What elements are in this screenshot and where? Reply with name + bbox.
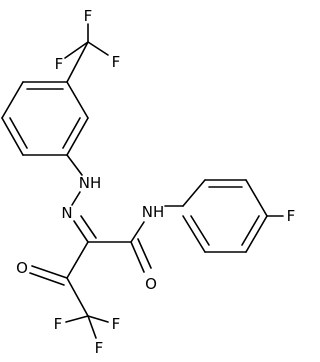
bond-cf3-ring [66, 41, 89, 83]
atom-ketone-o: O [16, 259, 28, 277]
atom-f-cf3-top: F [84, 7, 93, 25]
ring2-bond-c [245, 179, 268, 217]
atom-f-cf3-left: F [55, 55, 64, 73]
ring2-bond-d-inner [241, 215, 260, 246]
atom-amide-o: O [145, 275, 157, 293]
atom-f-para: F [287, 207, 296, 225]
bond-n-c-imine-2 [80, 215, 97, 239]
bond-ring1-nh [66, 154, 83, 176]
bond-nh-n [71, 191, 81, 206]
bond-cf3-f-left [64, 41, 89, 59]
ring1-bond-e [66, 117, 89, 156]
bond-amide-c-o [130, 241, 145, 273]
bond-bcf3-f-left [65, 315, 89, 323]
bond-bcf3-f-right [87, 315, 109, 323]
atom-labels: F F F NH N NH F O O F F F [16, 7, 295, 357]
ring2-bond-f [182, 215, 206, 253]
atom-imine-n: N [61, 204, 72, 222]
ring2-bond-a [182, 179, 206, 207]
ring1-bond-f [66, 81, 89, 119]
bond-bcf3-f-center [87, 315, 97, 339]
ring2-bond-f-inner [190, 215, 210, 246]
bond-ketone-c-o-2 [29, 272, 65, 286]
bond-cf3-f-right [87, 41, 109, 56]
bond-ketone-c-o [31, 265, 68, 279]
ring1-bond-e-inner [62, 117, 81, 149]
bond-amide-c-o-2 [137, 238, 152, 269]
atom-amide-nh: NH [142, 203, 165, 221]
atom-f-cf3-right: F [112, 53, 121, 71]
atom-f-bottom-center: F [95, 339, 104, 357]
ring2-bond-d [245, 215, 268, 253]
atom-hydrazone-nh: NH [79, 174, 102, 192]
atom-f-bottom-left: F [54, 315, 63, 333]
ring1-bond-c-inner [9, 117, 28, 149]
ring1-bond-c [1, 117, 24, 156]
bond-ketone-cf3 [66, 277, 89, 317]
molecule-canvas: F F F NH N NH F O O F F F [1, 7, 295, 357]
bond-c-ketone-c [66, 241, 89, 279]
atom-f-bottom-right: F [112, 315, 121, 333]
bonds [1, 23, 284, 339]
bond-n-c-imine [73, 220, 89, 243]
ring1-bond-b [1, 81, 24, 119]
bond-amide-c-nh [130, 221, 145, 243]
structure-diagram: F F F NH N NH F O O F F F [1, 7, 295, 357]
